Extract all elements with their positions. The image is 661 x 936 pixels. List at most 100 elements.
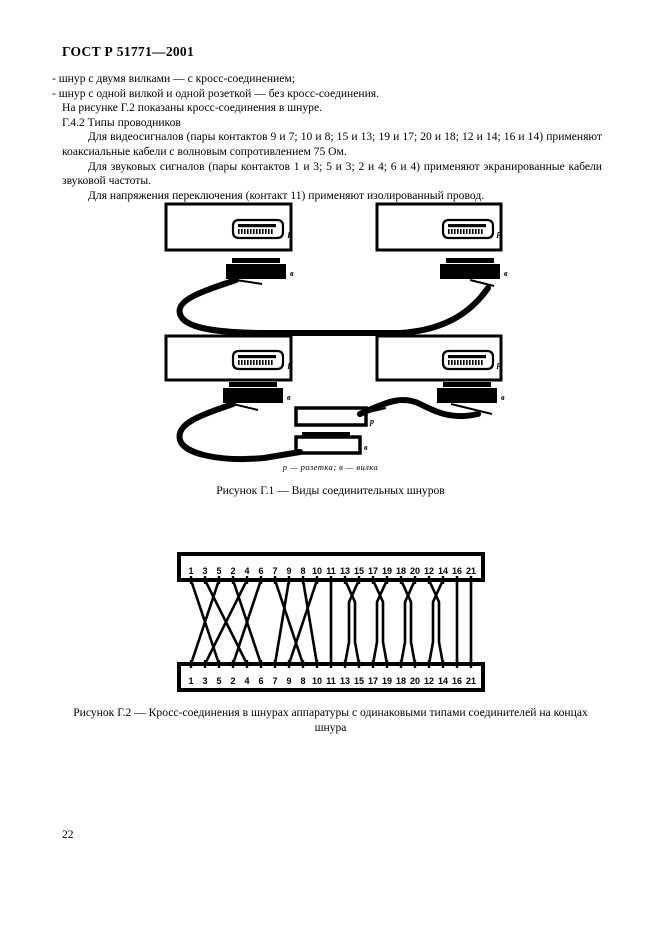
mid-socket-b: р (294, 406, 374, 427)
top-pin-label: 16 (451, 566, 461, 576)
connector-label-socket: р (496, 360, 501, 369)
mid-plug-b: в (294, 432, 368, 455)
figure-1-legend: р — розетка; в — вилка (282, 462, 379, 472)
device-box-left-a: р (164, 202, 293, 252)
top-pin-label: 5 (216, 566, 221, 576)
top-pin-label: 1 (188, 566, 193, 576)
bottom-pin-label: 6 (258, 676, 263, 686)
bottom-pin-label: 1 (188, 676, 193, 686)
top-pin-label: 6 (258, 566, 263, 576)
top-pin-label: 13 (339, 566, 349, 576)
cross-wire (427, 579, 444, 665)
top-pin-label: 2 (230, 566, 235, 576)
cable-neck (232, 403, 259, 411)
socket-icon (441, 218, 495, 240)
figure-1-svg: р р (164, 202, 508, 463)
top-pin-label: 18 (395, 566, 405, 576)
bullet-item: - шнур с двумя вилками — с кросс-соедине… (52, 72, 295, 85)
cross-wire (343, 579, 360, 665)
bottom-pin-label: 9 (286, 676, 291, 686)
cross-wire (399, 579, 416, 665)
figure-1-connection-cords: р р (0, 196, 661, 506)
top-pin-label: 20 (409, 566, 419, 576)
top-pin-label: 7 (272, 566, 277, 576)
cross-wire (203, 579, 248, 665)
top-pin-label: 14 (437, 566, 447, 576)
paragraph-video-signals: Для видеосигналов (пары контактов 9 и 7;… (62, 130, 602, 158)
top-pin-label: 21 (465, 566, 475, 576)
standard-header: ГОСТ Р 51771—2001 (62, 44, 195, 59)
top-pin-label: 11 (326, 566, 336, 576)
bottom-pin-label: 16 (451, 676, 461, 686)
top-pin-label: 17 (367, 566, 377, 576)
connector-label-socket: р (496, 229, 501, 238)
cross-wire (427, 579, 444, 665)
connector-label-socket: р (369, 417, 374, 426)
cable-neck-right (469, 279, 495, 287)
bottom-pin-label: 19 (381, 676, 391, 686)
bottom-pin-label: 11 (326, 676, 336, 686)
cross-wires-group (189, 579, 472, 665)
bottom-pin-label: 5 (216, 676, 221, 686)
cable-neck-left (235, 279, 263, 285)
device-box-left-b: р (164, 334, 293, 382)
connector-label-plug: в (501, 393, 505, 402)
bullet-item: - шнур с одной вилкой и одной розеткой —… (52, 86, 380, 100)
section-heading: Г.4.2 Типы проводников (62, 115, 181, 129)
cross-wire (343, 579, 360, 665)
bottom-pin-label: 14 (437, 676, 447, 686)
cross-wire (399, 579, 416, 665)
socket-icon (231, 349, 285, 371)
cable-neck (359, 407, 387, 415)
bottom-pin-label: 20 (409, 676, 419, 686)
plug-right-a: в (440, 258, 508, 279)
cross-wire (273, 579, 304, 665)
top-pin-label: 8 (300, 566, 305, 576)
cross-wire (189, 579, 220, 665)
figure-reference-line: На рисунке Г.2 показаны кросс-соединения… (62, 101, 322, 115)
socket-icon (441, 349, 495, 371)
bottom-pin-label: 18 (395, 676, 405, 686)
connector-label-plug: в (290, 269, 294, 278)
bottom-pin-label: 15 (353, 676, 363, 686)
cross-wire (231, 579, 262, 665)
bottom-pin-label: 7 (272, 676, 277, 686)
cross-wire (371, 579, 388, 665)
cable-neck (450, 403, 493, 415)
socket-icon (231, 218, 285, 240)
bottom-pin-label: 12 (423, 676, 433, 686)
cable-path (176, 277, 491, 336)
paragraph-switch-voltage: Для напряжения переключения (контакт 11)… (88, 188, 485, 202)
top-pin-label: 15 (353, 566, 363, 576)
top-pin-label: 10 (311, 566, 321, 576)
connector-label-plug: в (364, 443, 368, 452)
cross-wire (371, 579, 388, 665)
bottom-pin-label: 3 (202, 676, 207, 686)
bottom-pin-label: 8 (300, 676, 305, 686)
bottom-pin-label: 21 (465, 676, 475, 686)
cross-wire (273, 579, 290, 665)
plug-left-a: в (226, 258, 294, 279)
bottom-pin-label: 13 (339, 676, 349, 686)
bottom-pin-label: 17 (367, 676, 377, 686)
bottom-pin-label: 2 (230, 676, 235, 686)
top-pin-label: 3 (202, 566, 207, 576)
cross-wire (287, 579, 318, 665)
connector-label-plug: в (287, 393, 291, 402)
device-box-right-a: р (375, 202, 503, 252)
plug-right-b: в (437, 382, 505, 403)
top-pin-label: 19 (381, 566, 391, 576)
body-text-block: - шнур с двумя вилками — с кросс-соедине… (52, 72, 602, 203)
connector-label-socket: р (287, 360, 292, 369)
connector-label-socket: р (287, 229, 292, 238)
bottom-pin-label: 4 (244, 676, 249, 686)
connector-label-plug: в (504, 269, 508, 278)
top-pin-label: 4 (244, 566, 249, 576)
cable-right-curve (357, 396, 481, 420)
plug-left-b: в (223, 382, 291, 403)
device-box-right-b: р (375, 334, 503, 382)
